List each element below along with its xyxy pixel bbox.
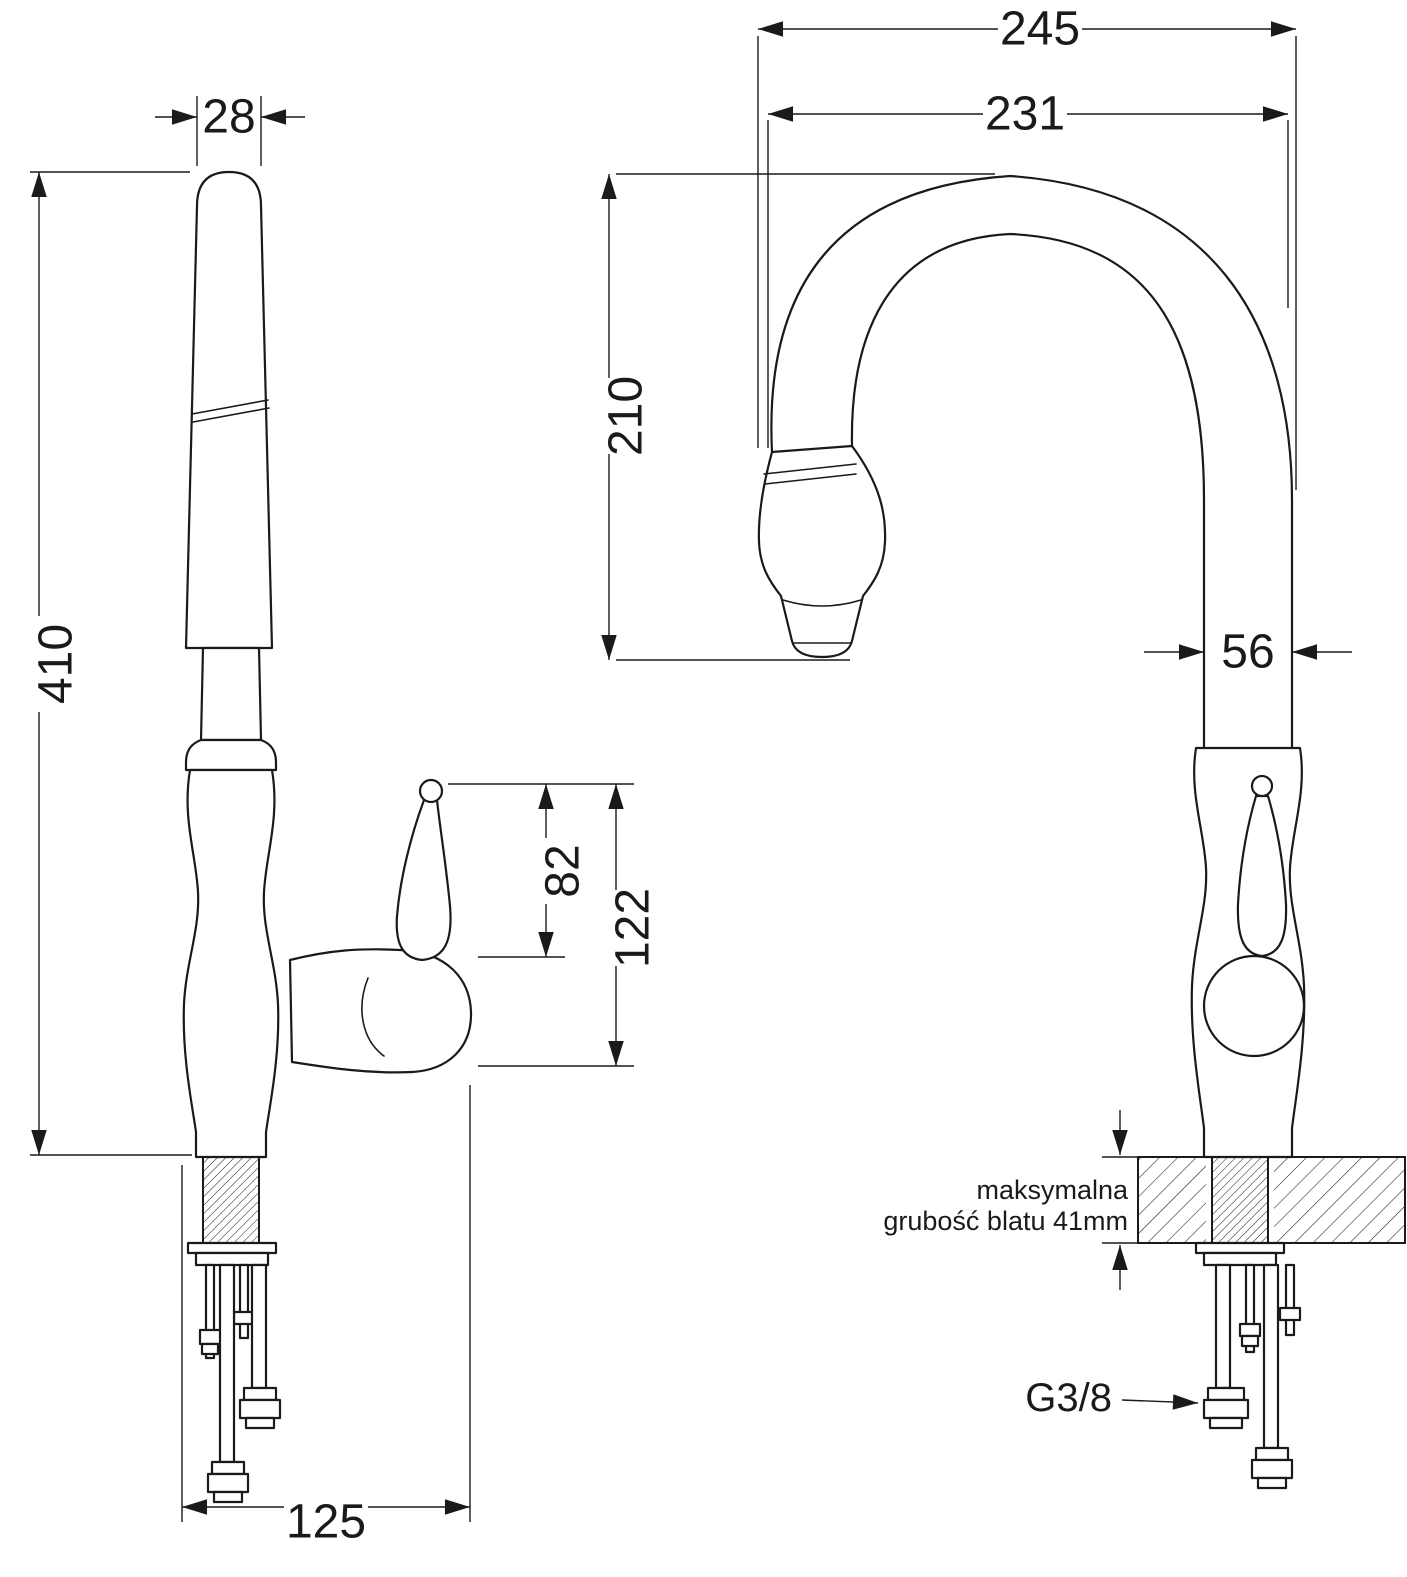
spray-head [757, 444, 887, 659]
supply-hoses [1202, 1263, 1294, 1490]
handle-lever [395, 798, 452, 962]
dim-82-label: 82 [537, 844, 590, 897]
thread-callout: G3/8 [1025, 1376, 1199, 1420]
dim-231-label: 231 [985, 88, 1065, 141]
dim-28-label: 28 [202, 91, 255, 144]
spray-head-face [782, 599, 862, 607]
spray-head-seam [763, 463, 857, 475]
mounting-washer [1194, 1241, 1286, 1255]
dim-245-label: 245 [1000, 3, 1080, 56]
wand-seam-line [192, 407, 270, 423]
dimension-410: 410 [16, 171, 192, 1156]
faucet-body [1190, 746, 1306, 1159]
dim-125-label: 125 [286, 1496, 366, 1549]
dimension-245: 245 [757, 3, 1297, 490]
gooseneck-outer [770, 174, 1294, 750]
left-faucet-outline [182, 170, 473, 1159]
handle-lever-knob [1250, 774, 1274, 798]
thread-size-label: G3/8 [1025, 1376, 1112, 1420]
right-mounting-parts [1194, 1241, 1302, 1490]
handle-joint [1202, 954, 1306, 1058]
handle-joint-detail [361, 977, 385, 1057]
dim-122-label: 122 [607, 888, 660, 968]
dimension-56: 56 [1144, 626, 1352, 679]
handle-joint [288, 948, 473, 1074]
spray-head-seam [764, 473, 857, 485]
dim-210-label: 210 [600, 376, 653, 456]
countertop-section: maksymalna grubość blatu 41mm [883, 1110, 1406, 1290]
spout-collar [184, 738, 278, 772]
threaded-shank [1211, 1156, 1269, 1244]
dimension-82-122: 82 122 [448, 783, 660, 1067]
dimension-210: 210 [586, 173, 995, 661]
right-view: maksymalna grubość blatu 41mm [586, 3, 1406, 1490]
spout-neck [199, 646, 263, 742]
supply-hoses [206, 1263, 282, 1504]
faucet-body [182, 768, 280, 1159]
mounting-washer [186, 1241, 278, 1255]
wand-seam-line [191, 399, 269, 415]
dim-410-label: 410 [30, 624, 83, 704]
dimension-28: 28 [155, 91, 305, 166]
spout-wand [184, 170, 274, 650]
right-faucet-outline [757, 174, 1306, 1159]
mounting-nut [194, 1251, 270, 1267]
dim-56-label: 56 [1221, 626, 1274, 679]
gooseneck-inner [850, 232, 1206, 750]
handle-lever-knob [418, 778, 444, 804]
mounting-studs [198, 1263, 256, 1360]
counter-note-line1: maksymalna [976, 1175, 1129, 1205]
dimension-231: 231 [767, 88, 1289, 448]
mounting-nut [1202, 1251, 1278, 1267]
mounting-studs [1238, 1263, 1302, 1354]
handle-lever [1236, 794, 1288, 958]
left-view: 28 410 82 122 125 [16, 91, 660, 1549]
threaded-shank [202, 1156, 260, 1244]
dimension-125: 125 [181, 1085, 471, 1549]
left-mounting-parts [186, 1156, 282, 1504]
counter-note-line2: grubość blatu 41mm [883, 1206, 1128, 1236]
